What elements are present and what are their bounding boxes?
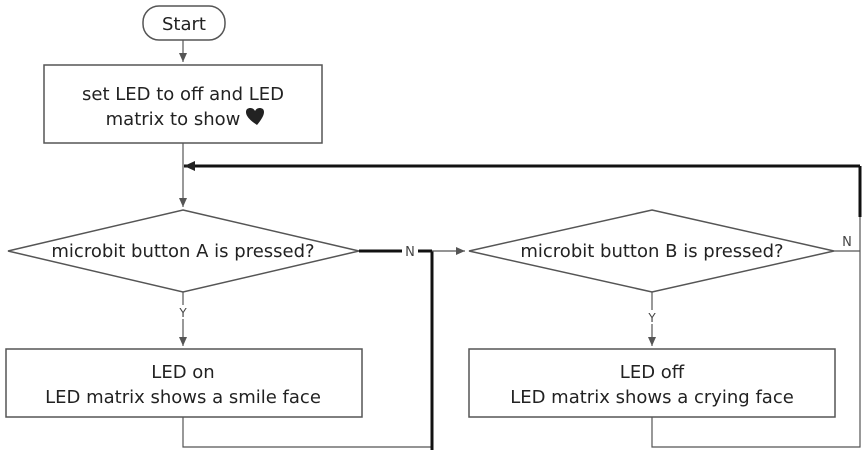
edge-action-b-return [651,251,861,448]
start-terminal [142,5,226,41]
action-a-line2: LED matrix shows a smile face [45,387,321,408]
edge-b-yes-label: Y [647,311,656,325]
decision-b-label: microbit button B is pressed? [520,241,783,262]
action-a [5,348,363,418]
action-a-line1: LED on [151,362,214,383]
action-b [468,348,836,418]
init-process [43,64,323,144]
action-b-line1: LED off [620,362,685,383]
edge-a-no-label: N [405,245,415,260]
action-b-line2: LED matrix shows a crying face [510,387,794,408]
init-label-line1: set LED to off and LED [82,84,284,105]
decision-a-label: microbit button A is pressed? [51,241,314,262]
start-label: Start [162,14,206,35]
edge-action-a-return [182,417,432,448]
edge-b-no-label: N [842,235,852,250]
edge-a-yes-label: Y [178,306,187,320]
init-label-line2: matrix to show [106,109,241,130]
heart-icon [246,108,264,125]
